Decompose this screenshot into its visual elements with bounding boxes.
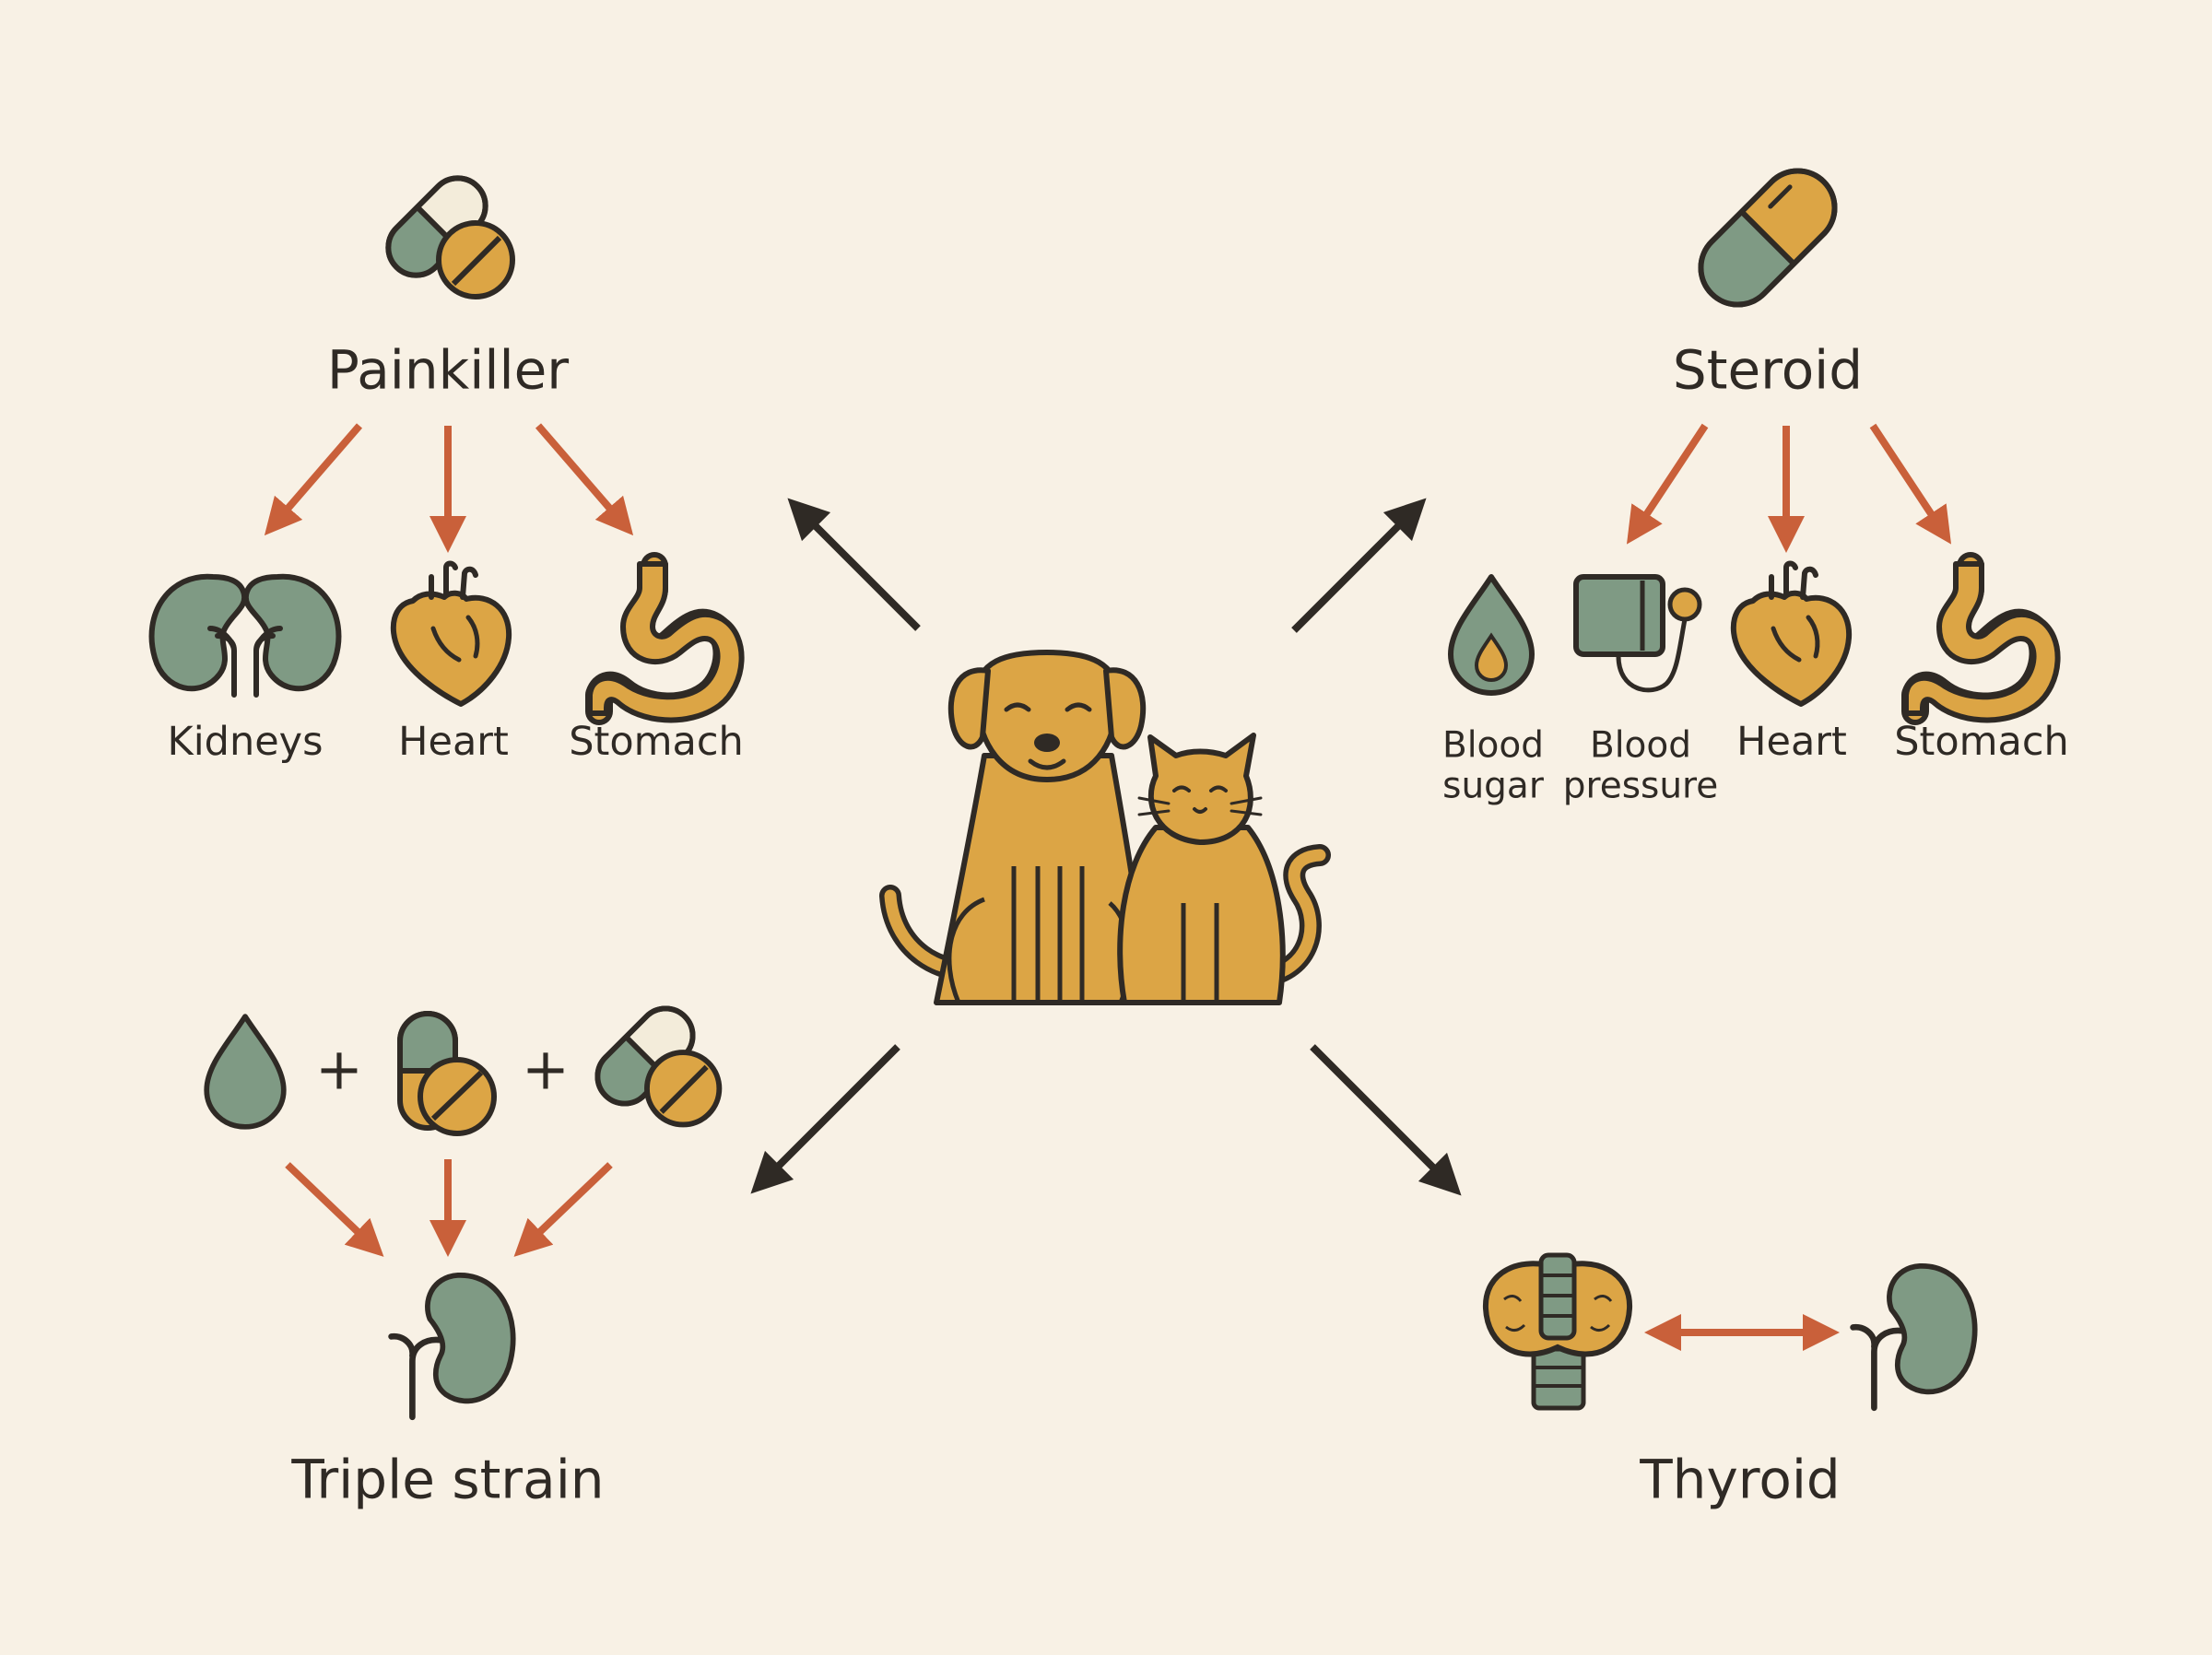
arrow-to-steroid xyxy=(1291,498,1427,633)
heart-icon xyxy=(1734,564,1849,705)
painkiller-arrow-kidneys xyxy=(264,423,363,536)
kidney-icon xyxy=(1853,1266,1975,1408)
kidneys-icon xyxy=(152,577,339,695)
capsule-tablet-icon xyxy=(397,1011,497,1136)
heart-icon xyxy=(394,564,509,705)
pill-and-tablet-icon xyxy=(377,167,512,297)
steroid-title: Steroid xyxy=(1672,338,1864,402)
drop-icon xyxy=(206,1016,284,1127)
painkiller-title: Painkiller xyxy=(326,338,570,402)
stomach-icon xyxy=(1906,564,2058,720)
plus-sign-1: + xyxy=(315,1035,363,1103)
blood-pressure-line1: Blood xyxy=(1589,724,1692,767)
pill-and-tablet-icon xyxy=(586,997,719,1124)
steroid-arrow-stomach xyxy=(1869,423,1952,545)
thyroid-gland-icon xyxy=(1482,1252,1633,1411)
steroid-effect-stomach: Stomach xyxy=(1894,718,2069,765)
dog-and-cat-icon xyxy=(879,649,1331,1005)
triple-arrow-right xyxy=(513,1162,613,1257)
steroid-effect-heart: Heart xyxy=(1736,718,1847,765)
blood-sugar-line1: Blood xyxy=(1441,724,1545,767)
painkiller-arrow-stomach xyxy=(535,423,634,536)
painkiller-effect-kidneys: Kidneys xyxy=(167,718,324,765)
triple-strain-title: Triple strain xyxy=(291,1448,605,1511)
painkiller-effect-stomach: Stomach xyxy=(569,718,744,765)
blood-pressure-line2: pressure xyxy=(1562,765,1719,806)
kidney-icon xyxy=(392,1275,513,1417)
arrow-to-painkiller xyxy=(787,498,921,631)
steroid-effect-blood-pressure: Blood pressure xyxy=(1563,725,1718,805)
stomach-icon xyxy=(590,564,742,720)
painkiller-effect-heart: Heart xyxy=(398,718,509,765)
plus-sign-2: + xyxy=(522,1035,570,1103)
triple-arrow-left xyxy=(285,1162,384,1257)
steroid-effect-blood-sugar: Blood sugar xyxy=(1442,725,1544,805)
blood-pressure-icon xyxy=(1573,574,1702,693)
blood-sugar-icon xyxy=(1451,577,1532,693)
arrow-to-thyroid xyxy=(1310,1044,1462,1196)
capsule-icon xyxy=(1698,168,1838,308)
steroid-arrow-blood-pressure xyxy=(1626,423,1709,545)
arrow-to-triple-strain xyxy=(750,1044,900,1194)
thyroid-title: Thyroid xyxy=(1640,1448,1841,1511)
blood-sugar-line2: sugar xyxy=(1442,765,1544,806)
